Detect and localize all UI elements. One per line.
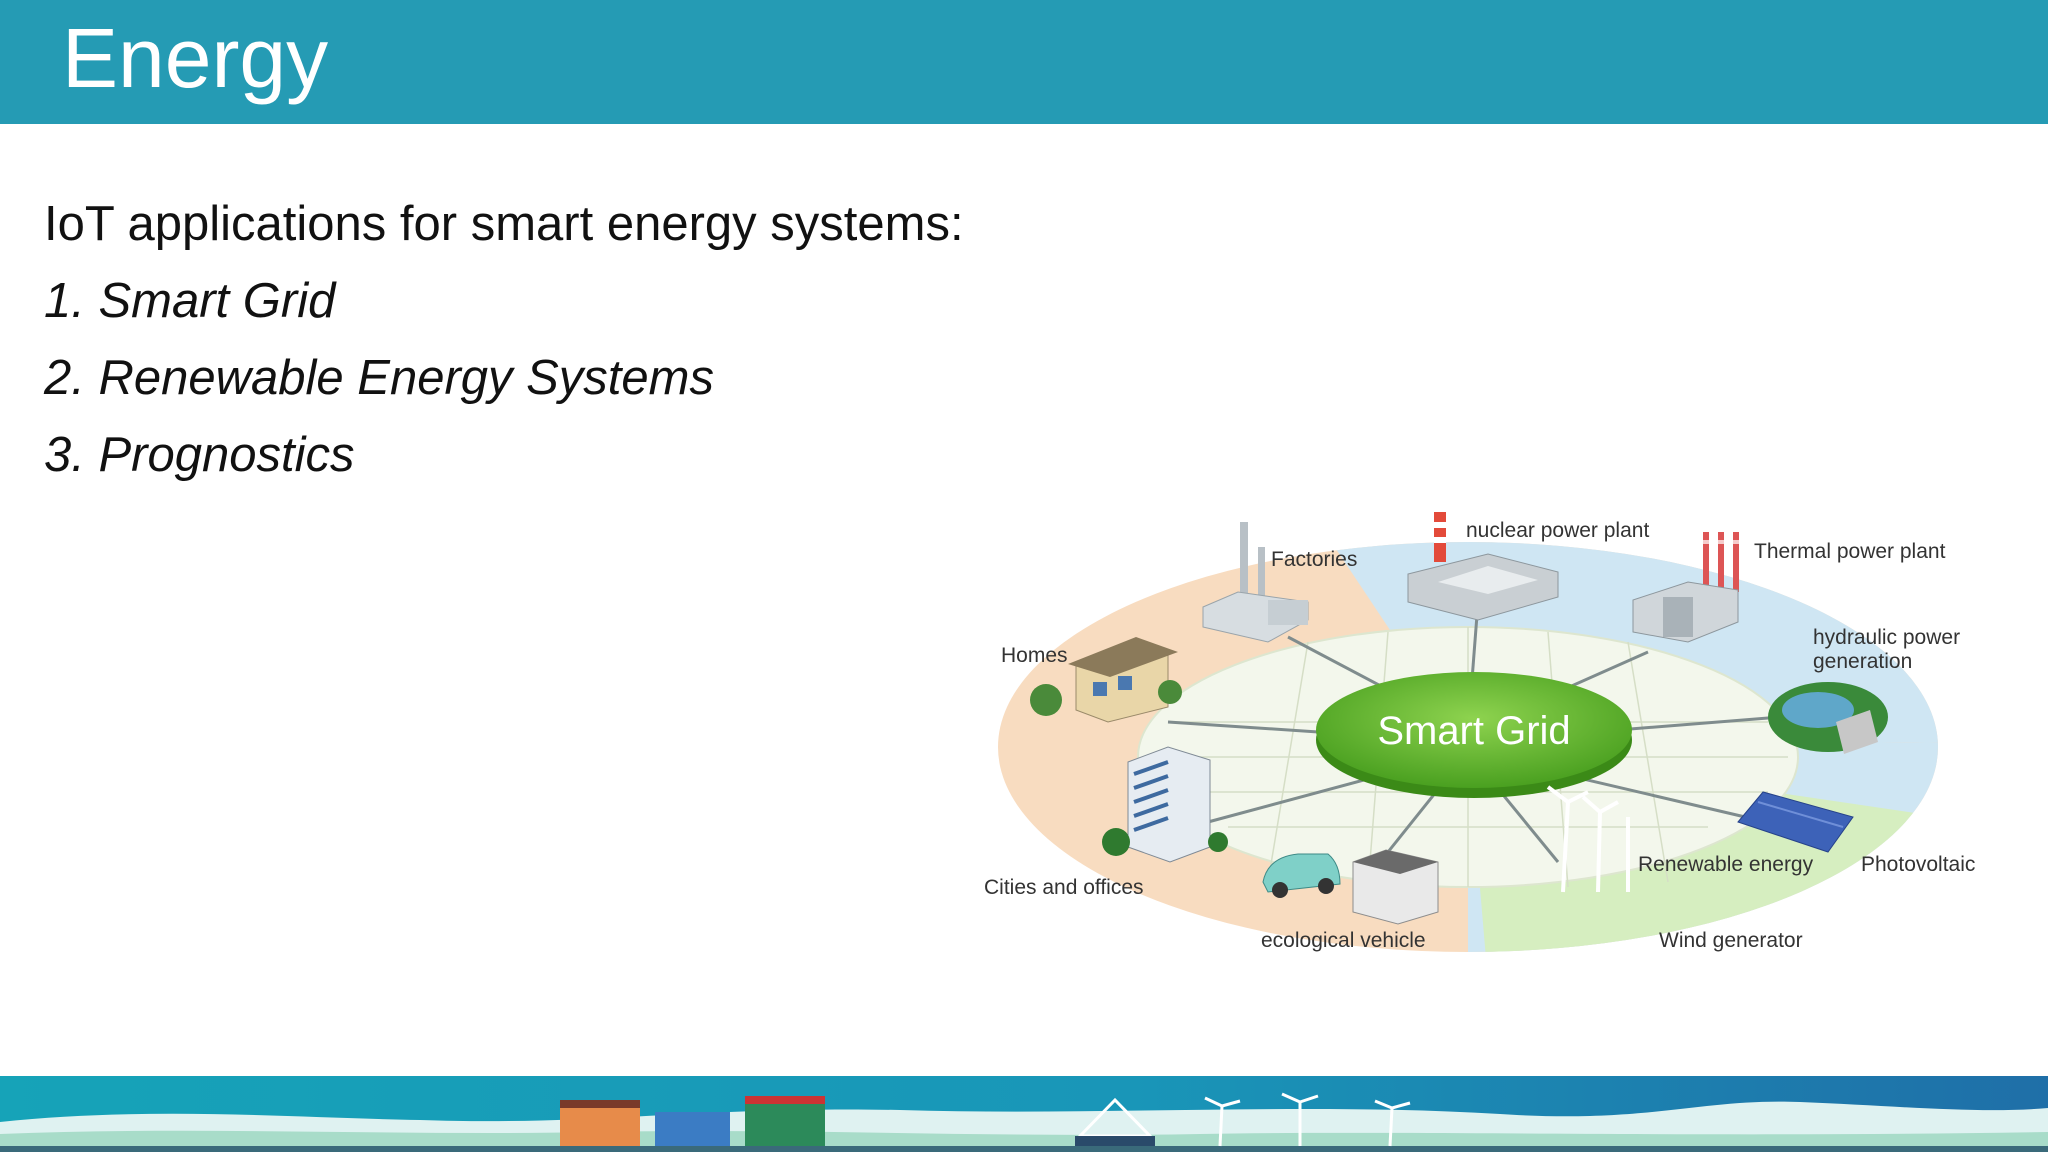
label-thermal: Thermal power plant [1754,540,1946,563]
cities-icon [1102,746,1228,863]
center-disk [1316,672,1632,788]
factories-icon [1202,522,1309,643]
list-item-smart-grid: 1. Smart Grid [44,274,336,328]
nuclear-plant-icon [1407,512,1559,621]
title-bar: Energy [0,0,2048,124]
hydraulic-plant-icon [1768,682,1888,754]
thermal-plant-icon [1632,532,1739,643]
footer-banner [0,1076,2048,1152]
label-factories: Factories [1271,548,1357,571]
label-hydraulic-2: generation [1813,650,1912,673]
label-vehicle: ecological vehicle [1261,929,1426,952]
label-wind: Wind generator [1659,929,1803,952]
footer-buildings-icon [560,1096,825,1146]
footer-road [0,1146,2048,1152]
label-homes: Homes [1001,644,1068,667]
smart-grid-diagram: Smart Grid [968,492,1976,982]
label-photovoltaic: Photovoltaic [1861,853,1975,876]
ecological-vehicle-icon [1262,849,1439,925]
footer-pavilion-icon [1075,1097,1155,1146]
footer-wind-turbines-icon [1204,1092,1411,1147]
slide-title: Energy [62,11,329,105]
label-nuclear: nuclear power plant [1466,519,1649,542]
slide-body: IoT applications for smart energy system… [44,186,1144,494]
photovoltaic-icon [1737,791,1854,853]
label-cities: Cities and offices [984,876,1144,899]
homes-icon [1030,637,1182,723]
label-renewable: Renewable energy [1638,853,1814,876]
label-hydraulic-1: hydraulic power [1813,626,1960,649]
list-item-prognostics: 3. Prognostics [44,428,355,482]
intro-text: IoT applications for smart energy system… [44,197,964,251]
wind-generator-icon [1546,785,1630,893]
list-item-renewable: 2. Renewable Energy Systems [44,351,714,405]
center-label: Smart Grid [1377,709,1570,753]
